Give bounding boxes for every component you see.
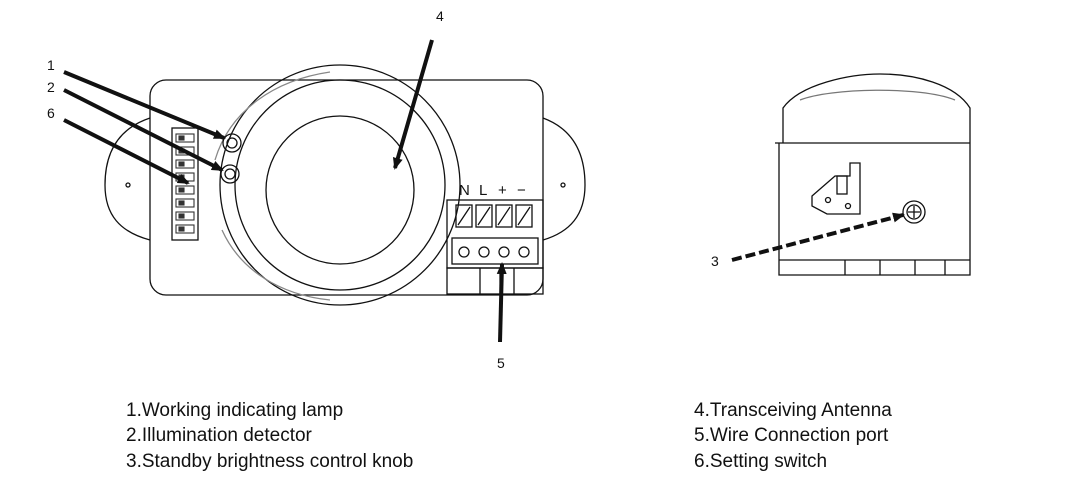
legend-item-3: 3.Standby brightness control knob: [126, 451, 414, 472]
right-ear-hole: [560, 182, 566, 188]
terminal-screw-1: [455, 204, 473, 228]
terminal-labels: N L + −: [459, 182, 526, 199]
left-ear-hole: [125, 182, 131, 188]
terminal-screw-2: [475, 204, 493, 228]
side-clip-hole-2: [844, 202, 852, 210]
callout-5: 5: [497, 355, 505, 371]
callout-2: 2: [47, 79, 55, 95]
wire-hole-4: [518, 246, 530, 258]
screw-slots: [457, 206, 531, 226]
arrow-5: [496, 262, 507, 343]
arrow-4: [392, 39, 434, 170]
callout-3: 3: [711, 253, 719, 269]
side-clip-window: [836, 175, 848, 195]
arrow-1: [63, 70, 226, 140]
dome-outer-ring: [219, 64, 461, 306]
dip-switches: [175, 133, 195, 234]
legend-item-5: 5.Wire Connection port: [694, 425, 889, 446]
legend-item-2: 2.Illumination detector: [126, 425, 312, 446]
legend-item-6: 6.Setting switch: [694, 451, 828, 472]
terminal-base: [446, 267, 544, 295]
side-dome-highlight: [799, 89, 956, 101]
arrow-2: [63, 88, 224, 172]
knob-cross: [908, 206, 920, 218]
side-body: [778, 143, 971, 276]
right-mounting-ear: [542, 117, 586, 241]
illumination-detector-inner: [224, 168, 236, 180]
front-callout-numbers: 1 2 6 4 5: [47, 8, 505, 371]
side-bottom-ticks: [844, 260, 946, 275]
callout-6: 6: [47, 105, 55, 121]
antenna-lens: [265, 115, 415, 265]
arrow-6: [63, 118, 190, 185]
side-clip: [811, 162, 861, 215]
legend-item-4: 4.Transceiving Antenna: [694, 400, 892, 421]
terminal-label-l: L: [479, 182, 487, 199]
legend-item-1: 1.Working indicating lamp: [126, 400, 344, 421]
working-indicating-lamp: [222, 133, 242, 153]
front-callout-arrows: [63, 39, 507, 343]
dome-shading: [214, 71, 331, 161]
callout-1: 1: [47, 57, 55, 73]
wire-hole-3: [498, 246, 510, 258]
front-view: [104, 64, 586, 306]
illumination-detector: [220, 164, 240, 184]
terminal-screw-4: [515, 204, 533, 228]
dome-middle-ring: [234, 79, 446, 291]
side-view: [775, 73, 971, 276]
brightness-knob-inner: [906, 204, 922, 220]
brightness-control-knob: [902, 200, 926, 224]
wire-hole-2: [478, 246, 490, 258]
working-lamp-inner: [226, 137, 238, 149]
switch-panel: [171, 127, 199, 241]
dome-shading-2: [221, 229, 331, 301]
callout-4: 4: [436, 8, 444, 24]
left-mounting-ear: [104, 117, 151, 241]
side-dome: [782, 73, 971, 143]
terminal-label-plus: +: [498, 182, 507, 199]
terminal-base-lines: [479, 268, 515, 294]
terminal-label-minus: −: [517, 182, 526, 199]
terminal-wire-holes: [451, 237, 539, 265]
arrow-3: [731, 212, 905, 262]
terminal-label-n: N: [459, 182, 470, 199]
side-clip-hole-1: [824, 196, 832, 204]
terminal-screw-3: [495, 204, 513, 228]
wire-hole-1: [458, 246, 470, 258]
